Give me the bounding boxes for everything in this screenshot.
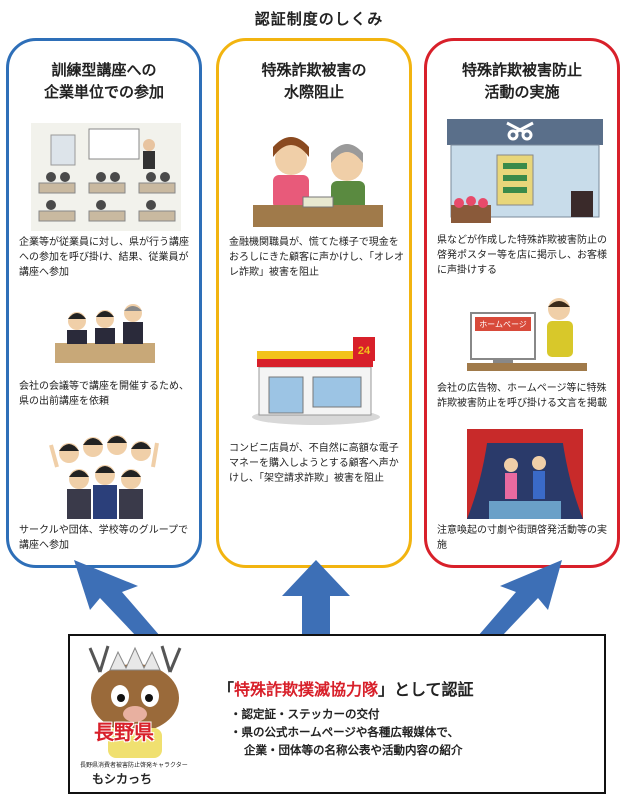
- mascot-caption: 長野県消費者被害防止啓発キャラクター: [80, 762, 188, 769]
- arrow-up-left: [74, 560, 160, 636]
- column-title-line: 特殊詐欺被害の: [261, 61, 367, 79]
- headline-emphasis: 特殊詐欺撲滅協力隊: [234, 680, 379, 699]
- store-sign-text: 24: [358, 345, 371, 357]
- column-fraud-prevention-frontline: 特殊詐欺被害の 水際阻止 金融機関職員が、慌てた様子で現金をおろしにきた顧客に声…: [216, 38, 412, 568]
- arrow-up-center: [282, 560, 350, 636]
- certification-box: 長野県 長野県消費者被害防止啓発キャラクター もシカっち 「特殊詐欺撲滅協力隊」…: [68, 634, 606, 794]
- theater-skit-illustration: [467, 429, 583, 519]
- diagram-title: 認証制度のしくみ: [254, 10, 384, 28]
- column-title-line: 企業単位での参加: [43, 83, 164, 101]
- item-description: 会社の広告物、ホームページ等に特殊詐欺被害防止を呼び掛ける文言を掲載: [437, 383, 607, 409]
- mascot-name: もシカっち: [92, 772, 153, 786]
- item-description: コンビニ店員が、不自然に高額な電子マネーを購入しようとする顧客へ声かけし、「架空…: [229, 443, 399, 484]
- convenience-store-illustration: 24: [252, 337, 380, 425]
- mascot-illustration: [88, 645, 182, 758]
- item-description: 金融機関職員が、慌てた様子で現金をおろしにきた顧客に声かけし、「オレオレ詐欺」被…: [229, 237, 404, 278]
- arrow-up-right: [478, 560, 562, 636]
- headline-suffix: 」として認証: [378, 680, 474, 699]
- item-description: 会社の会議等で講座を開催するため、県の出前講座を依頼: [19, 381, 189, 407]
- item-description: 企業等が従業員に対し、県が行う講座への参加を呼び掛け、結果、従業員が講座へ参加: [19, 237, 189, 278]
- arrows-to-columns: [74, 560, 562, 636]
- item-description: 県などが作成した特殊詐欺被害防止の啓発ポスター等を店に掲示し、お客様に声掛けする: [437, 235, 607, 276]
- classroom-illustration: [31, 123, 181, 231]
- column-title-line: 活動の実施: [484, 83, 560, 101]
- column-training-course: 訓練型講座への 企業単位での参加 企業等が従業員に対し、県が行う講座への参加を呼…: [6, 38, 202, 568]
- column-title: 訓練型講座への 企業単位での参加: [9, 59, 199, 103]
- shop-poster-illustration: [447, 119, 603, 223]
- homepage-label-text: ホームページ: [479, 320, 527, 329]
- bank-counter-illustration: [253, 137, 383, 227]
- headline-bracket-open: 「: [218, 680, 235, 699]
- column-title: 特殊詐欺被害の 水際阻止: [219, 59, 409, 103]
- benefit-bullet: ・県の公式ホームページや各種広報媒体で、: [230, 725, 459, 739]
- scissors-icon: [506, 121, 534, 141]
- benefit-bullet: ・認定証・ステッカーの交付: [230, 707, 380, 721]
- group-illustration: [49, 435, 159, 519]
- meeting-illustration: [55, 304, 155, 363]
- item-description: 注意喚起の寸劇や街頭啓発活動等の実施: [437, 525, 607, 551]
- column-title-line: 水際阻止: [283, 83, 344, 101]
- item-description: サークルや団体、学校等のグループで講座へ参加: [19, 525, 189, 551]
- certification-headline: 「特殊詐欺撲滅協力隊」として認証: [218, 676, 474, 700]
- column-title-line: 特殊詐欺被害防止: [461, 61, 582, 79]
- column-title: 特殊詐欺被害防止 活動の実施: [427, 59, 617, 103]
- homepage-illustration: ホームページ: [467, 298, 587, 371]
- column-title-line: 訓練型講座への: [51, 61, 157, 79]
- prefecture-name: 長野県: [94, 720, 154, 744]
- column-awareness-activities: 特殊詐欺被害防止 活動の実施 県などが作成した特殊詐欺被害防止の啓発ポスター等を…: [424, 38, 620, 568]
- benefit-bullet: 企業・団体等の名称公表や活動内容の紹介: [244, 743, 463, 757]
